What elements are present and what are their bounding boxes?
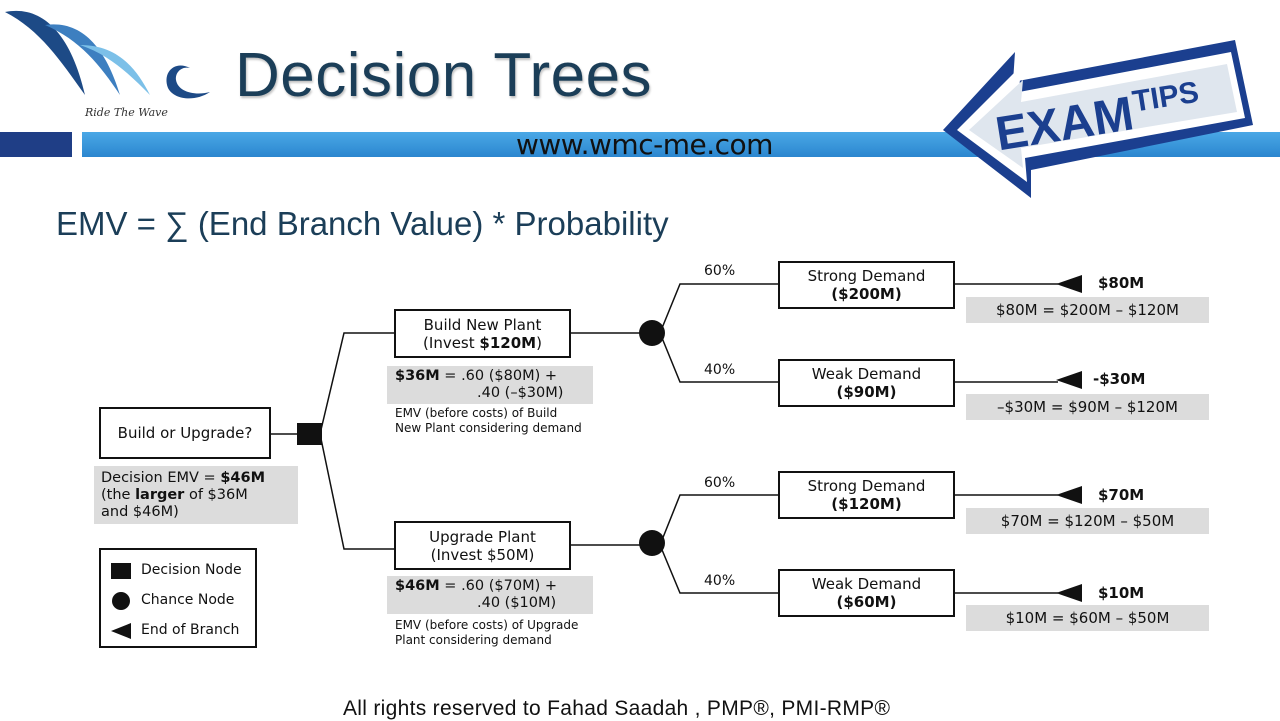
legend-label: Decision Node [141,562,242,578]
chance-node-icon [639,320,665,346]
upgrade-invest-text: (Invest $50M) [396,546,569,564]
build-invest-text: ) [536,334,542,352]
upgrade-plant-box: Upgrade Plant (Invest $50M) [394,521,571,570]
chance-node-icon [112,592,130,610]
decision-emv-value: $46M [220,470,265,486]
end-branch-value: $80M [1098,274,1144,292]
upgrade-emv-formula: .40 ($10M) [395,595,585,612]
decision-node-icon [297,423,322,445]
build-invest-value: $120M [479,334,536,352]
upgrade-title: Upgrade Plant [396,528,569,546]
root-decision-box: Build or Upgrade? [99,407,271,459]
build-emv-box: $36M = .60 ($80M) + .40 (–$30M) [387,366,593,404]
branch-calculation: $80M = $200M – $120M [966,297,1209,323]
build-emv-value: $36M [395,368,440,384]
build-emv-formula: .40 (–$30M) [395,385,585,402]
outcome-value: ($90M) [780,383,953,401]
outcome-box: Weak Demand ($90M) [778,359,955,407]
note-line: EMV (before costs) of Build [395,406,582,421]
end-branch-icon [1056,371,1082,389]
footer-copyright: All rights reserved to Fahad Saadah , PM… [343,697,890,721]
outcome-title: Strong Demand [780,477,953,495]
decision-emv-text: Decision EMV = [101,470,220,486]
probability-label: 60% [704,475,735,491]
outcome-value: ($200M) [780,285,953,303]
outcome-title: Strong Demand [780,267,953,285]
build-emv-formula: = .60 ($80M) + [440,368,557,384]
end-branch-icon [1056,584,1082,602]
upgrade-emv-note: EMV (before costs) of Upgrade Plant cons… [395,618,578,648]
probability-label: 60% [704,263,735,279]
probability-label: 40% [704,573,735,589]
outcome-box: Strong Demand ($200M) [778,261,955,309]
chance-node-icon [639,530,665,556]
outcome-box: Weak Demand ($60M) [778,569,955,617]
note-line: Plant considering demand [395,633,578,648]
decision-emv-box: Decision EMV = $46M (the larger of $36M … [94,466,298,524]
build-new-plant-box: Build New Plant (Invest $120M) [394,309,571,358]
legend-label: End of Branch [141,622,239,638]
note-line: EMV (before costs) of Upgrade [395,618,578,633]
legend-label: Chance Node [141,592,234,608]
root-label: Build or Upgrade? [101,424,269,442]
decision-emv-emphasis: larger [135,487,184,503]
end-branch-value: $10M [1098,584,1144,602]
outcome-box: Strong Demand ($120M) [778,471,955,519]
note-line: New Plant considering demand [395,421,582,436]
branch-calculation: –$30M = $90M – $120M [966,394,1209,420]
outcome-title: Weak Demand [780,575,953,593]
outcome-value: ($120M) [780,495,953,513]
decision-emv-text: and $46M) [101,504,291,521]
upgrade-emv-value: $46M [395,578,440,594]
end-branch-icon [1056,275,1082,293]
end-branch-icon [111,623,131,639]
outcome-value: ($60M) [780,593,953,611]
build-invest-text: (Invest [423,334,479,352]
end-branch-icon [1056,486,1082,504]
decision-emv-text: (the [101,487,135,503]
outcome-title: Weak Demand [780,365,953,383]
branch-calculation: $10M = $60M – $50M [966,605,1209,631]
build-title: Build New Plant [396,316,569,334]
build-emv-note: EMV (before costs) of Build New Plant co… [395,406,582,436]
branch-calculation: $70M = $120M – $50M [966,508,1209,534]
end-branch-value: $70M [1098,486,1144,504]
upgrade-emv-formula: = .60 ($70M) + [440,578,557,594]
decision-node-icon [111,563,131,579]
end-branch-value: -$30M [1093,370,1145,388]
upgrade-emv-box: $46M = .60 ($70M) + .40 ($10M) [387,576,593,614]
decision-emv-text: of $36M [184,487,247,503]
legend: Decision Node Chance Node End of Branch [99,548,257,648]
probability-label: 40% [704,362,735,378]
